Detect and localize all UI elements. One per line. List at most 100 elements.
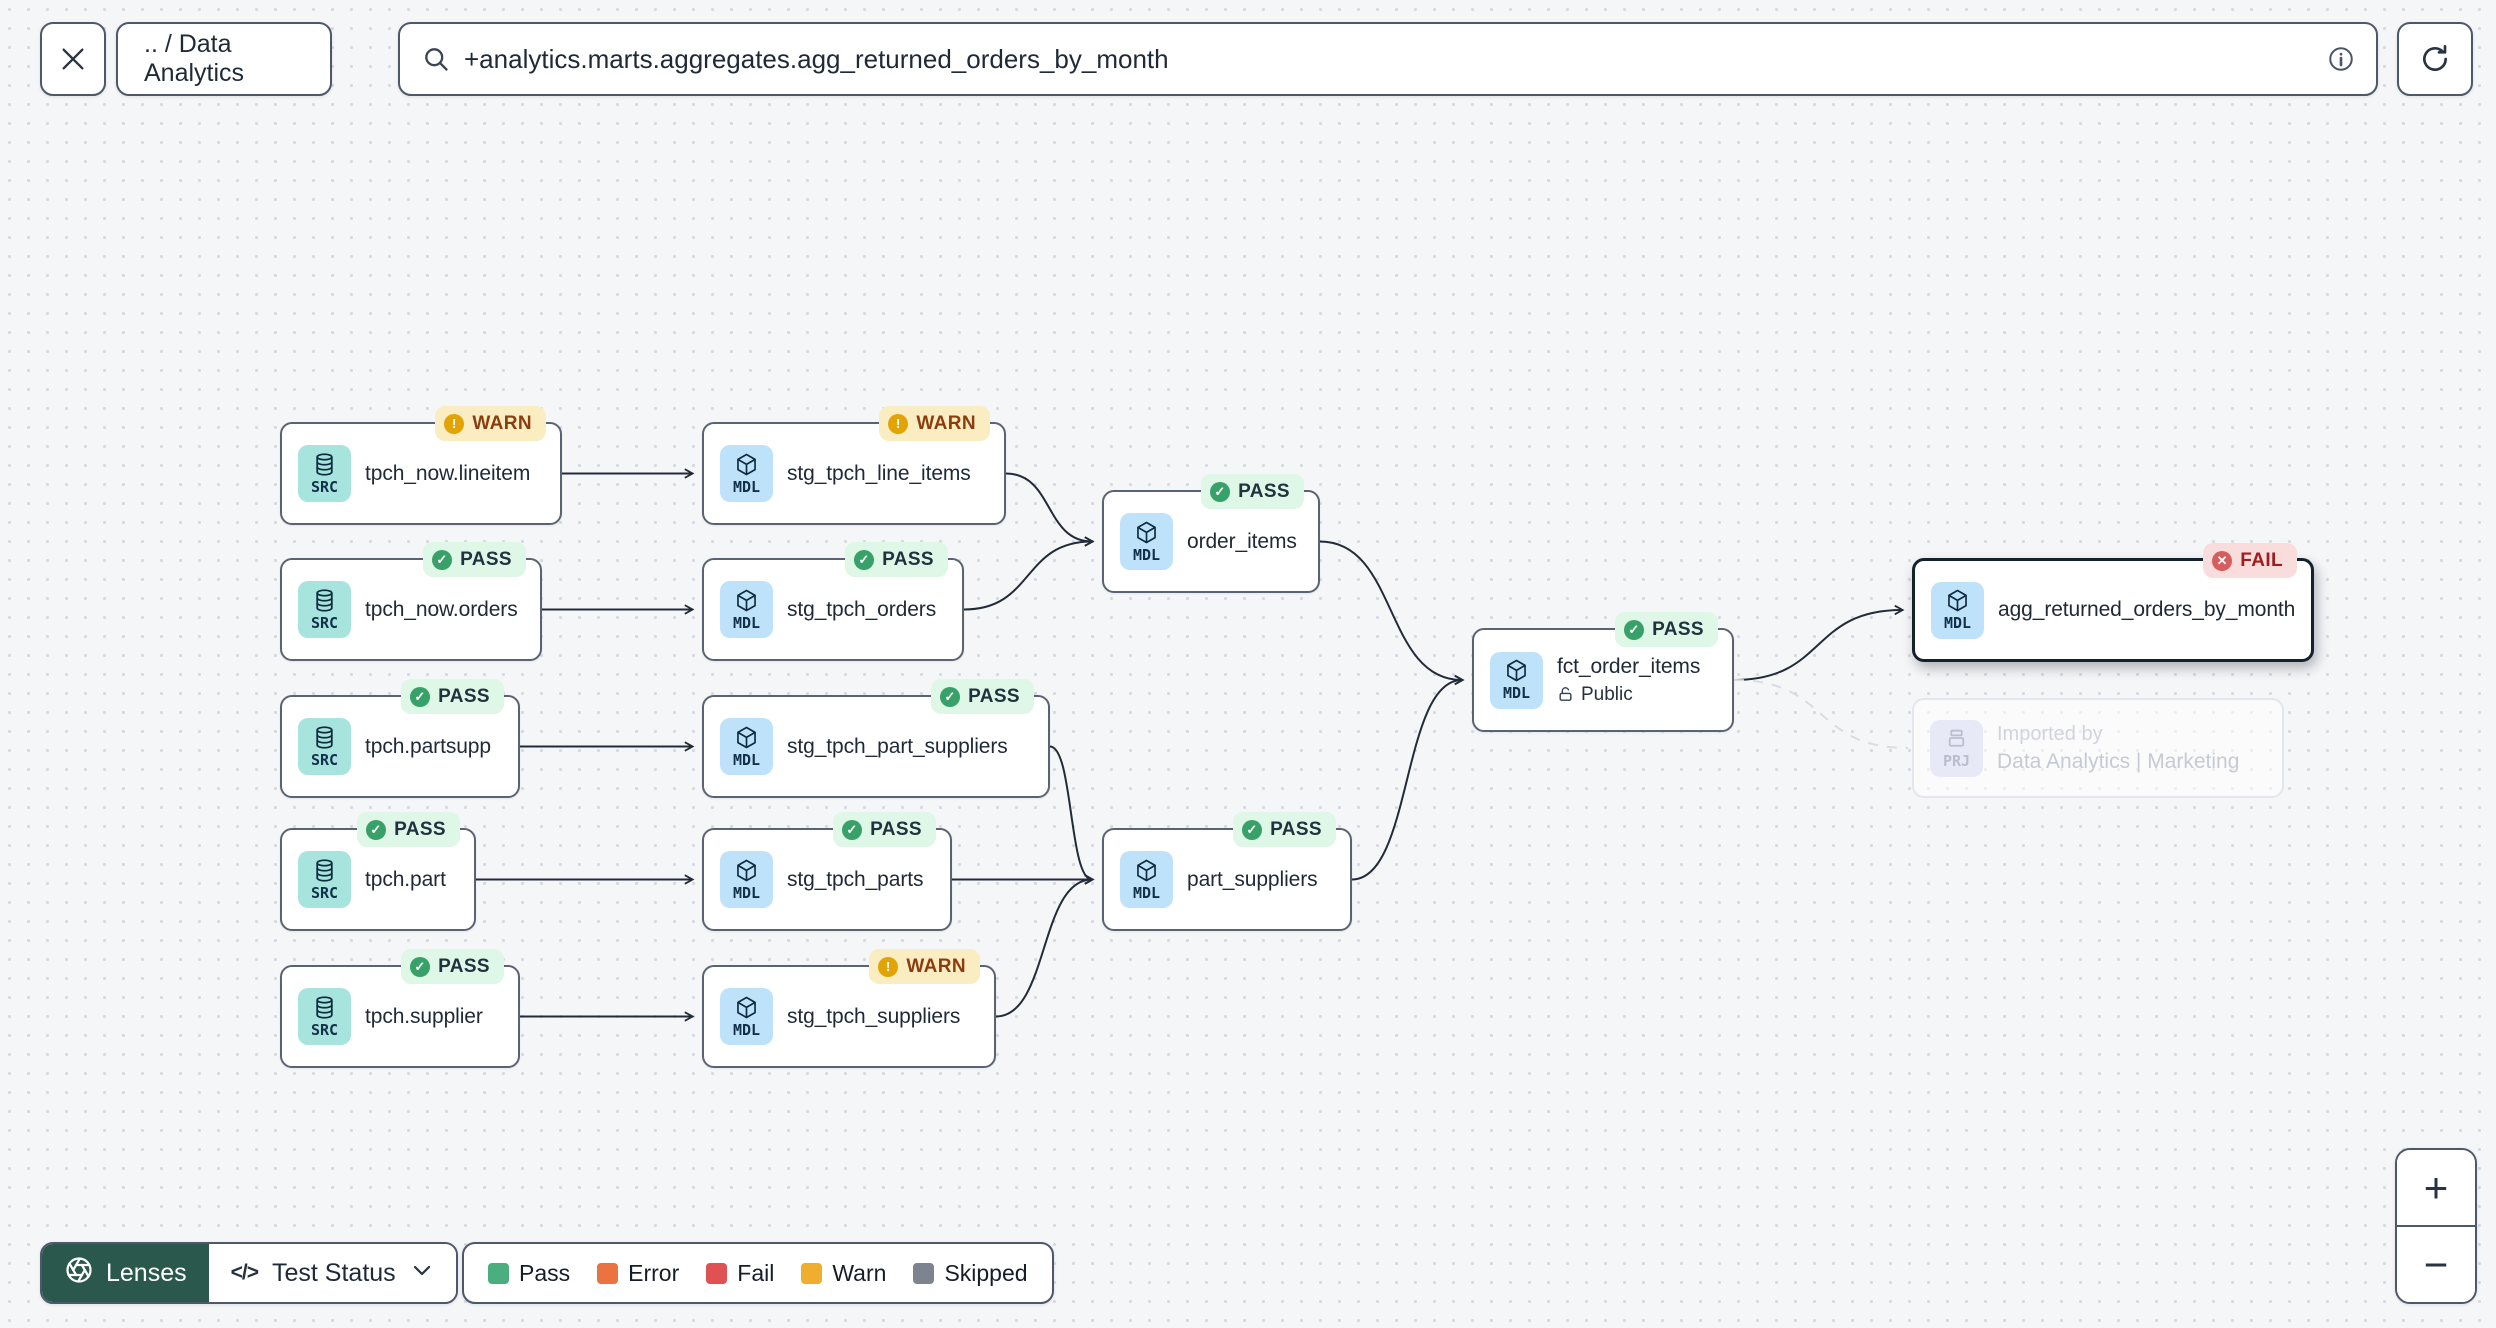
status-pass-icon: ✓	[842, 819, 863, 840]
lens-pill: Lenses </> Test Status	[40, 1242, 458, 1304]
cube-icon	[734, 452, 759, 477]
status-fail-icon: ✕	[2212, 550, 2233, 571]
test-status-badge-warn: !WARN	[435, 406, 546, 441]
legend-label: Error	[628, 1259, 680, 1286]
node-label: fct_order_items	[1557, 654, 1701, 678]
project-icon	[1944, 726, 1969, 751]
cube-icon	[1134, 858, 1159, 883]
graph-node-tpch_now.orders[interactable]: SRC tpch_now.orders ✓PASS	[280, 542, 542, 661]
mdl-chip: MDL	[1120, 513, 1173, 570]
test-status-badge-warn: !WARN	[869, 949, 980, 984]
test-status-badge-pass: ✓PASS	[833, 812, 936, 847]
database-icon	[312, 588, 337, 613]
legend-label: Skipped	[944, 1259, 1028, 1286]
status-warn-icon: !	[888, 413, 909, 434]
src-chip: SRC	[298, 718, 351, 775]
database-icon	[312, 995, 337, 1020]
chip-label: MDL	[732, 613, 761, 632]
legend-swatch-skipped	[913, 1262, 935, 1284]
test-status-badge-pass: ✓PASS	[423, 542, 526, 577]
test-status-badge-pass: ✓PASS	[357, 812, 460, 847]
chip-label: MDL	[1943, 614, 1972, 632]
chip-label: MDL	[732, 750, 761, 769]
cube-icon	[734, 858, 759, 883]
edge-stg_tpch_suppliers-to-part_suppliers	[995, 874, 1095, 1018]
legend-item-fail: Fail	[706, 1260, 774, 1287]
chip-label: MDL	[1132, 883, 1161, 902]
edge-stg_tpch_part_suppliers-to-part_suppliers	[1049, 745, 1095, 885]
lenses-button[interactable]: Lenses	[42, 1244, 209, 1302]
search-input[interactable]	[464, 43, 2312, 75]
test-status-badge-pass: ✓PASS	[931, 679, 1034, 714]
cube-icon	[1945, 588, 1970, 613]
node-label: stg_tpch_suppliers	[787, 1004, 961, 1028]
breadcrumb-label: .. / Data Analytics	[144, 30, 245, 87]
status-pass-icon: ✓	[940, 686, 961, 707]
chip-label: SRC	[310, 613, 339, 632]
src-chip: SRC	[298, 581, 351, 638]
database-icon	[312, 725, 337, 750]
imported-by-projects: Data Analytics | Marketing	[1997, 749, 2240, 773]
lens-selector[interactable]: </> Test Status	[208, 1244, 456, 1302]
chip-label: SRC	[310, 883, 339, 902]
status-warn-icon: !	[878, 956, 899, 977]
legend-label: Pass	[519, 1259, 571, 1286]
legend: Pass Error Fail Warn Skipped	[462, 1242, 1054, 1304]
breadcrumb[interactable]: .. / Data Analytics	[116, 22, 332, 96]
lenses-label: Lenses	[106, 1258, 187, 1287]
chip-label: SRC	[310, 477, 339, 496]
status-pass-icon: ✓	[854, 549, 875, 570]
node-label: part_suppliers	[1187, 867, 1318, 891]
test-status-badge-pass: ✓PASS	[1615, 612, 1718, 647]
node-label: tpch_now.orders	[365, 597, 518, 621]
close-icon	[59, 45, 87, 73]
search-bar[interactable]	[398, 22, 2378, 96]
graph-node-stg_tpch_suppliers[interactable]: MDL stg_tpch_suppliers !WARN	[702, 949, 996, 1068]
access-label: Public	[1557, 684, 1700, 706]
legend-item-warn: Warn	[801, 1260, 886, 1287]
legend-swatch-error	[597, 1262, 619, 1284]
legend-label: Fail	[737, 1259, 775, 1286]
database-icon	[312, 858, 337, 883]
graph-node-stg_tpch_parts[interactable]: MDL stg_tpch_parts ✓PASS	[702, 812, 952, 931]
graph-node-tpch.partsupp[interactable]: SRC tpch.partsupp ✓PASS	[280, 679, 520, 798]
chip-label: SRC	[310, 750, 339, 769]
status-pass-icon: ✓	[410, 686, 431, 707]
legend-swatch-pass	[488, 1262, 509, 1284]
zoom-out-button[interactable]: −	[2397, 1225, 2475, 1302]
zoom-controls: + −	[2395, 1148, 2477, 1304]
node-label: stg_tpch_line_items	[787, 461, 971, 485]
chip-label: MDL	[1502, 684, 1531, 702]
refresh-button[interactable]	[2397, 22, 2473, 96]
cube-icon	[734, 588, 759, 613]
chip-label: MDL	[732, 883, 761, 902]
lock-open-icon	[1557, 686, 1574, 703]
mdl-chip: MDL	[720, 851, 773, 908]
info-icon[interactable]	[2326, 44, 2356, 74]
status-pass-icon: ✓	[432, 549, 453, 570]
status-warn-icon: !	[444, 413, 465, 434]
mdl-chip: MDL	[720, 988, 773, 1045]
close-button[interactable]	[40, 22, 106, 96]
zoom-in-button[interactable]: +	[2397, 1150, 2475, 1225]
node-label: stg_tpch_parts	[787, 867, 924, 891]
node-label: stg_tpch_orders	[787, 597, 937, 621]
test-status-badge-pass: ✓PASS	[401, 679, 504, 714]
status-pass-icon: ✓	[366, 819, 387, 840]
node-label: tpch.partsupp	[365, 734, 491, 758]
legend-swatch-fail	[706, 1262, 728, 1284]
chevron-down-icon	[410, 1258, 434, 1289]
prj-chip: PRJ	[1930, 719, 1983, 777]
